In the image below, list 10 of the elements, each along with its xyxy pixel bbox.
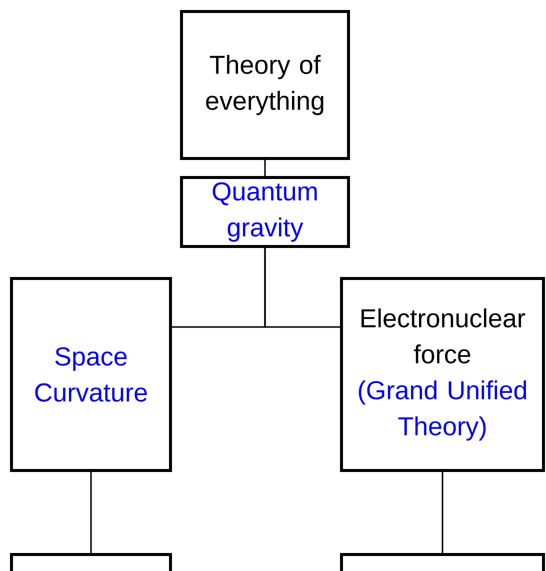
connector-line xyxy=(264,160,266,176)
concept-box: Theory of everything xyxy=(180,10,350,160)
empty-box xyxy=(10,553,172,571)
connector-line xyxy=(90,472,92,553)
concept-box: Quantum gravity xyxy=(180,176,350,248)
connector-line xyxy=(442,472,444,553)
empty-box xyxy=(340,553,545,571)
connector-line xyxy=(264,248,340,328)
concept-box: Space Curvature xyxy=(10,277,172,472)
concept-box: Electronuclear force (Grand Unified Theory) xyxy=(340,277,545,472)
